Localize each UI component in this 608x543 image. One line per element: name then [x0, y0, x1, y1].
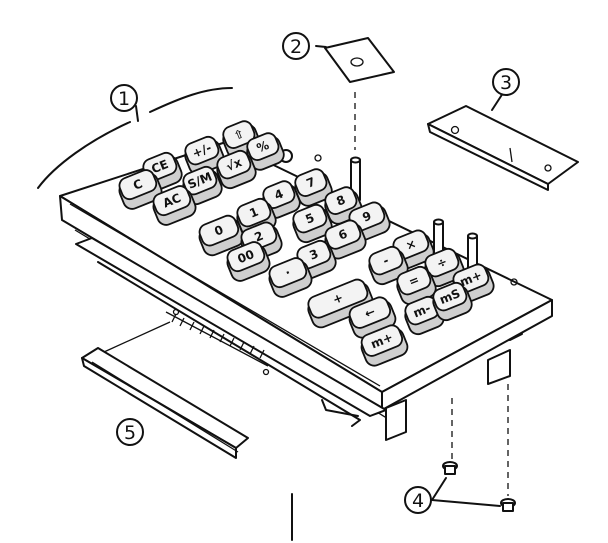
assembly-bracket: [37, 87, 233, 189]
callout-5-label: 5: [124, 422, 136, 444]
calculator-key: 5: [292, 203, 333, 244]
calculator-key-label: 00: [236, 247, 257, 266]
calculator-key: =: [396, 265, 437, 306]
calculator-key-label: AC: [161, 191, 183, 211]
callout-2: 2: [282, 32, 310, 60]
calculator-key: AC: [152, 185, 197, 226]
calculator-key-label: ×: [404, 236, 419, 253]
calculator-key-label: CE: [149, 157, 170, 176]
calculator-key: m+: [360, 324, 409, 367]
callout-3-label: 3: [500, 72, 512, 94]
calculator-key-label: ·: [283, 265, 292, 280]
callout-2-label: 2: [290, 36, 302, 58]
part-3-bracket: [427, 89, 579, 191]
calculator-key: %: [246, 132, 285, 171]
calculator-key: ×: [392, 229, 435, 270]
calculator-key-label: √x: [224, 155, 244, 174]
calculator-key: m-: [404, 295, 445, 336]
calculator-key: ←: [348, 296, 397, 339]
calculator-key: mS: [432, 281, 473, 322]
callout-1-label: 1: [118, 88, 130, 110]
calculator-key: +: [307, 278, 374, 329]
part-2-plate: [315, 37, 395, 150]
calculator-key-label: -: [381, 253, 391, 268]
calculator-key-label: ←: [363, 304, 378, 321]
leader-line-1: [135, 105, 139, 122]
calculator-key: 00: [226, 241, 271, 282]
calculator-key: +/-: [184, 135, 225, 176]
calculator-key: √x: [216, 149, 257, 190]
calculator-key: 0: [198, 214, 245, 257]
calculator-key-label: ÷: [435, 254, 450, 271]
calculator-key: 7: [294, 168, 333, 207]
calculator-key-label: +: [331, 290, 346, 307]
calculator-key-label: %: [255, 138, 271, 155]
callout-labels: 1 2 3 4 5: [110, 32, 520, 514]
calculator-key-label: ⇧: [232, 126, 247, 143]
callout-4: 4: [404, 486, 432, 514]
callout-4-label: 4: [412, 490, 424, 512]
calculator-key: 6: [324, 219, 367, 260]
calculator-key: C: [118, 169, 163, 210]
callout-5: 5: [116, 418, 144, 446]
calculator-key-label: =: [407, 272, 422, 289]
calculator-key-label: +/-: [190, 141, 213, 161]
callout-1: 1: [110, 84, 138, 112]
calculator-key: ·: [268, 257, 313, 298]
calculator-key-label: m-: [411, 301, 432, 321]
part-5-connector-strip: [81, 321, 249, 459]
callout-3: 3: [492, 68, 520, 96]
part-4-screws: [431, 384, 516, 512]
